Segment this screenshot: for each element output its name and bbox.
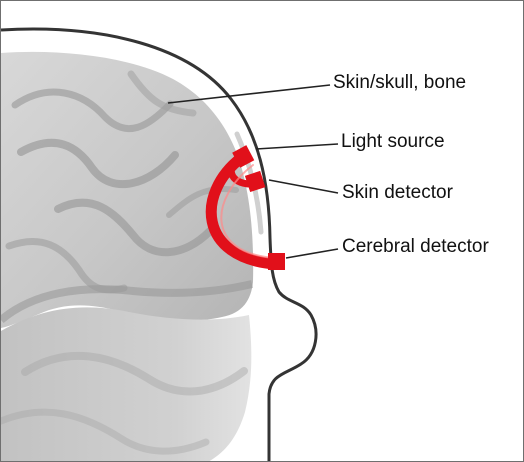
light-source-label: Light source xyxy=(341,131,445,153)
cerebral-detector-leader-line xyxy=(286,249,338,258)
skin-detector-leader-line xyxy=(269,180,338,193)
skin-detector-label: Skin detector xyxy=(342,182,453,204)
light-source-leader-line xyxy=(256,144,338,149)
cerebral-detector-label: Cerebral detector xyxy=(342,236,489,258)
cerebral-detector-sensor-icon xyxy=(268,253,285,270)
brain-illustration xyxy=(1,52,253,462)
skin-skull-bone-label: Skin/skull, bone xyxy=(333,72,466,94)
